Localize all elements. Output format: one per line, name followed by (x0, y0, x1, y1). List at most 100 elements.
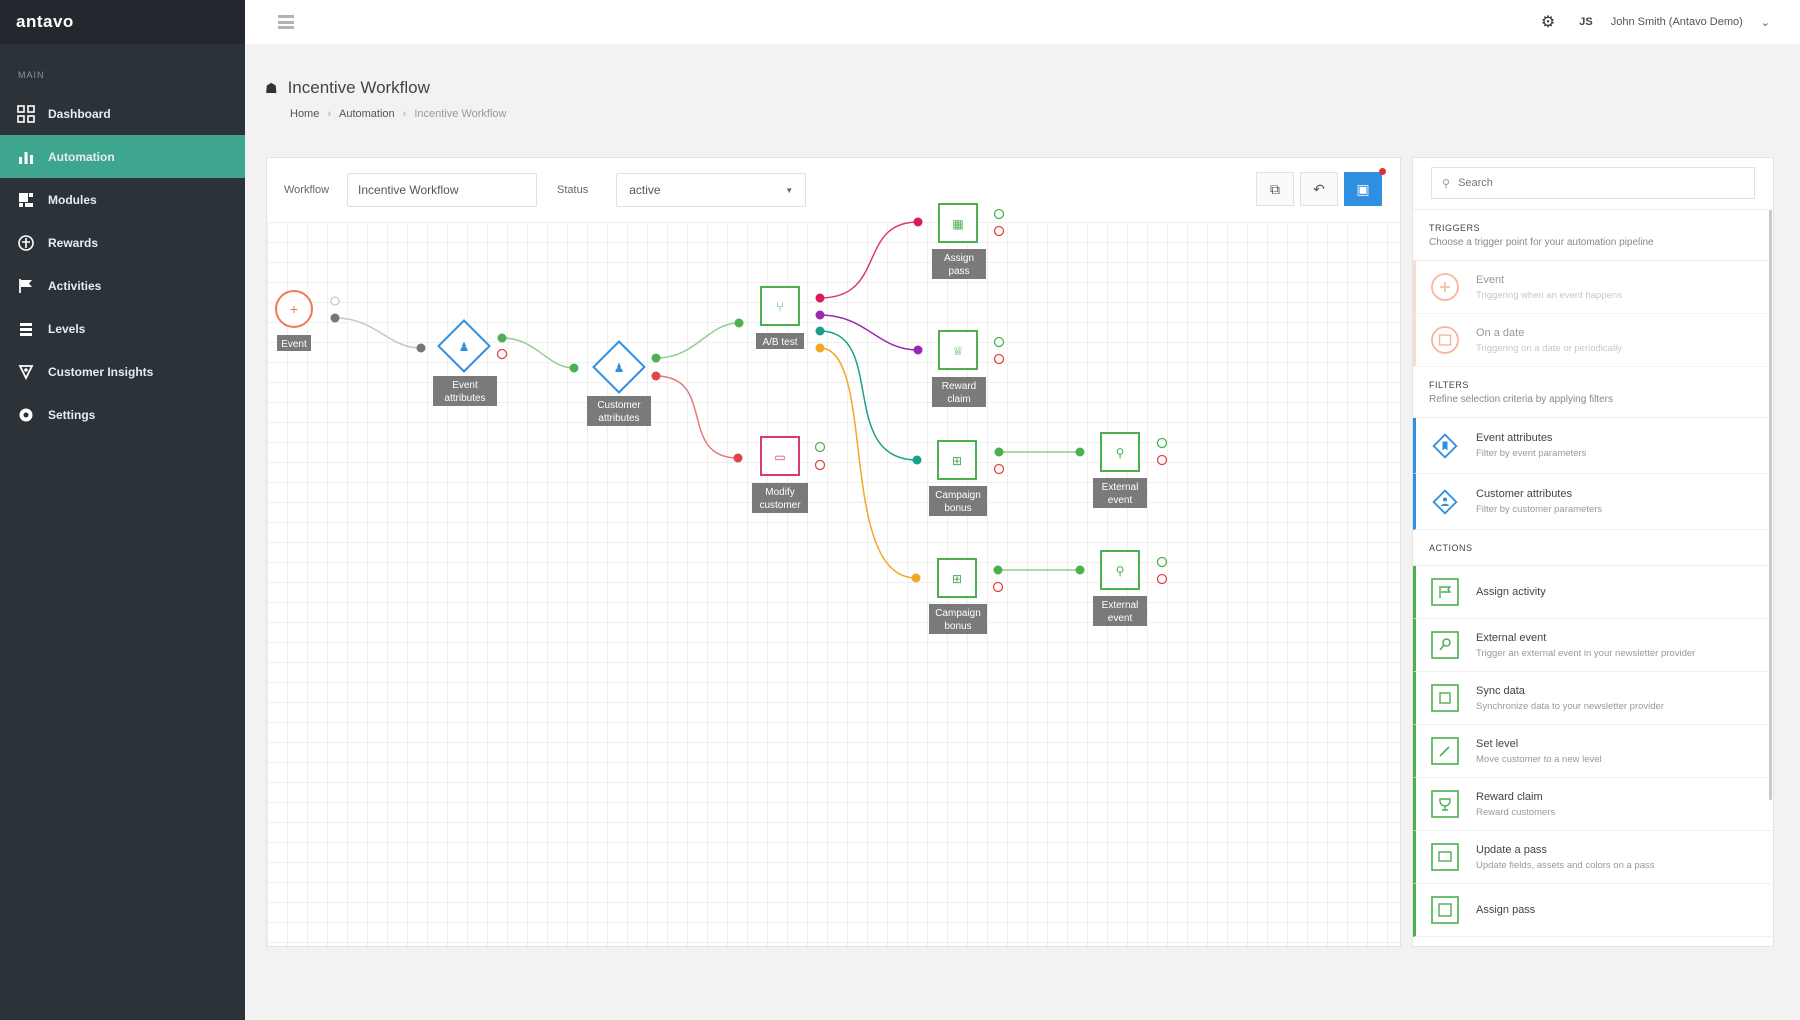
campaign-bonus-node (937, 558, 977, 598)
user-menu[interactable]: JS John Smith (Antavo Demo) ⌄ (1579, 16, 1770, 29)
brand-logo[interactable]: antavo (0, 0, 245, 44)
flow-diagram: + Event ♟ Event attributes ♟ Customer at… (275, 203, 1168, 634)
user-name: John Smith (Antavo Demo) (1610, 16, 1743, 28)
palette-item-event-attributes[interactable]: Event attributes Filter by event paramet… (1413, 418, 1773, 474)
settings-icon (16, 405, 36, 425)
sidebar-item-rewards[interactable]: Rewards (0, 221, 245, 264)
connector (819, 330, 918, 461)
node-label: Assign (944, 253, 974, 264)
trophy-icon: ♕ (953, 344, 964, 358)
copy-icon: ⧉ (1270, 180, 1280, 197)
port (913, 345, 923, 355)
copy-button[interactable]: ⧉ (1256, 172, 1294, 206)
node-label: event (1108, 613, 1133, 624)
save-button[interactable]: ▣ (1344, 168, 1386, 206)
save-icon: ▣ (1356, 180, 1370, 197)
port (815, 343, 825, 353)
grid-icon: ▦ (952, 217, 963, 231)
gear-icon[interactable]: ⚙ (1540, 14, 1556, 31)
gift-icon: ⊞ (952, 454, 962, 468)
editor-toolbar: Workflow Status active ▼ ⧉ ↶ ▣ (267, 158, 1400, 222)
modules-icon (16, 190, 36, 210)
palette-item-customer-attributes[interactable]: Customer attributes Filter by customer p… (1413, 474, 1773, 530)
palette-item-external-event[interactable]: External event Trigger an external event… (1413, 619, 1773, 672)
port (734, 318, 744, 328)
port (1156, 573, 1168, 585)
palette-scrollbar[interactable] (1769, 210, 1772, 800)
workflow-name-input[interactable] (347, 173, 538, 207)
palette-item-event[interactable]: Event Triggering when an event happens (1413, 261, 1773, 314)
port (814, 459, 826, 471)
palette-item-update-pass[interactable]: Update a pass Update fields, assets and … (1413, 831, 1773, 884)
port (1156, 556, 1168, 568)
sidebar-section-title: MAIN (18, 70, 45, 80)
sidebar: antavo MAIN Dashboard Automation Modules… (0, 0, 245, 1020)
filters-section: FILTERS Refine selection criteria by app… (1413, 367, 1773, 418)
link-icon: ⚲ (1116, 446, 1125, 460)
sidebar-item-dashboard[interactable]: Dashboard (0, 92, 245, 135)
calendar-icon (1430, 325, 1460, 355)
sidebar-item-settings[interactable]: Settings (0, 393, 245, 436)
palette-item-assign-activity[interactable]: Assign activity (1413, 566, 1773, 619)
sidebar-item-label: Modules (48, 192, 97, 207)
search-input[interactable] (1458, 177, 1679, 189)
external-event-node (1100, 432, 1140, 472)
node-label: attributes (598, 413, 639, 424)
port (497, 333, 507, 343)
node-label: attributes (444, 393, 485, 404)
person-diamond-icon (1430, 487, 1460, 517)
palette-search[interactable]: ⚲ (1431, 167, 1755, 199)
breadcrumb-home[interactable]: Home (290, 108, 320, 120)
link-icon: ⚲ (1116, 564, 1125, 578)
palette-item-set-level[interactable]: Set level Move customer to a new level (1413, 725, 1773, 778)
avatar: JS (1579, 16, 1593, 28)
page-title: ☗ Incentive Workflow (265, 78, 430, 98)
bookmark-diamond-icon (1430, 431, 1460, 461)
sidebar-item-label: Rewards (48, 235, 99, 250)
port (993, 565, 1003, 575)
node-label: Event (452, 380, 478, 391)
port (912, 455, 922, 465)
node-label: Campaign (935, 490, 981, 501)
port (651, 371, 661, 381)
caret-down-icon: ▼ (785, 185, 794, 195)
sidebar-item-automation[interactable]: Automation (0, 135, 245, 178)
port (814, 441, 826, 453)
sidebar-item-customer-insights[interactable]: Customer Insights (0, 350, 245, 393)
status-select[interactable]: active ▼ (616, 173, 807, 207)
node-label: bonus (944, 503, 971, 514)
port (993, 336, 1005, 348)
port (1075, 565, 1085, 575)
sidebar-item-activities[interactable]: Activities (0, 264, 245, 307)
node-label: claim (947, 394, 970, 405)
node-label: bonus (944, 621, 971, 632)
palette-item-on-a-date[interactable]: On a date Triggering on a date or period… (1413, 314, 1773, 367)
chart-icon (16, 147, 36, 167)
person-icon: ♟ (459, 340, 470, 354)
plus-circle-icon (1430, 272, 1460, 302)
port (815, 326, 825, 336)
port (815, 310, 825, 320)
sidebar-item-label: Automation (48, 149, 115, 164)
port (993, 225, 1005, 237)
campaign-bonus-node (937, 440, 977, 480)
sidebar-item-levels[interactable]: Levels (0, 307, 245, 350)
gift-icon: ⊞ (952, 572, 962, 586)
insights-icon (16, 362, 36, 382)
palette-item-assign-pass[interactable]: Assign pass (1413, 884, 1773, 937)
breadcrumb-automation[interactable]: Automation (339, 108, 395, 120)
palette-item-reward-claim[interactable]: Reward claim Reward customers (1413, 778, 1773, 831)
home-icon: ☗ (265, 79, 278, 96)
undo-button[interactable]: ↶ (1300, 172, 1338, 206)
port (993, 208, 1005, 220)
event-node (275, 290, 313, 328)
port (994, 447, 1004, 457)
palette-item-sync-data[interactable]: Sync data Synchronize data to your newsl… (1413, 672, 1773, 725)
actions-section: ACTIONS (1413, 530, 1773, 566)
breadcrumb-current: Incentive Workflow (414, 108, 507, 120)
connector (655, 322, 740, 359)
sidebar-item-modules[interactable]: Modules (0, 178, 245, 221)
menu-toggle-icon[interactable] (278, 15, 294, 29)
port (651, 353, 661, 363)
sidebar-item-label: Customer Insights (48, 364, 154, 379)
